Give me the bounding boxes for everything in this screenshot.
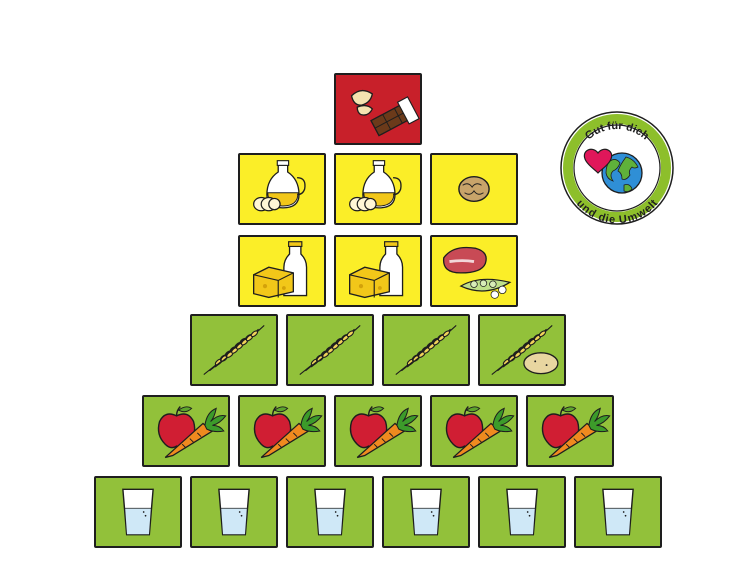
water-glass-icon: [314, 488, 346, 536]
tile-grains-potato: [478, 314, 566, 386]
eco-badge: Gut für dich und die Umwelt: [558, 109, 676, 227]
tile-fruit-vegetables: [238, 395, 326, 467]
tile-oil-butter: [334, 153, 422, 225]
tile-fruit-vegetables: [334, 395, 422, 467]
chocolate-bar-icon: [370, 96, 420, 137]
tile-grains: [382, 314, 470, 386]
potato-icon: [523, 352, 559, 375]
carrot-icon: [164, 407, 227, 459]
carrot-icon: [260, 407, 323, 459]
butter-icon: [349, 196, 377, 212]
carrot-icon: [356, 407, 419, 459]
wheat-ears-icon: [203, 325, 265, 376]
wheat-ears-icon: [299, 325, 361, 376]
tile-water: [574, 476, 662, 548]
tile-fruit-vegetables: [526, 395, 614, 467]
walnut-icon: [458, 176, 490, 202]
water-glass-icon: [602, 488, 634, 536]
heart-icon: [583, 148, 613, 174]
oil-jug-icon: [266, 160, 306, 209]
tile-grains: [190, 314, 278, 386]
wheat-ears-icon: [491, 325, 553, 376]
carrot-icon: [548, 407, 611, 459]
wheat-ears-icon: [395, 325, 457, 376]
tile-dairy: [334, 235, 422, 307]
tile-nuts: [430, 153, 518, 225]
tile-meat-legumes: [430, 235, 518, 307]
water-glass-icon: [218, 488, 250, 536]
tile-sweets-snacks: [334, 73, 422, 145]
tile-fruit-vegetables: [142, 395, 230, 467]
cheese-icon: [253, 266, 294, 299]
tile-grains: [286, 314, 374, 386]
water-glass-icon: [122, 488, 154, 536]
tile-fruit-vegetables: [430, 395, 518, 467]
tile-oil-butter: [238, 153, 326, 225]
water-glass-icon: [410, 488, 442, 536]
globe-icon: [601, 152, 643, 194]
tile-water: [478, 476, 566, 548]
tile-dairy: [238, 235, 326, 307]
tile-water: [190, 476, 278, 548]
tile-water: [382, 476, 470, 548]
cheese-icon: [349, 266, 390, 299]
apple-icon: [253, 405, 292, 449]
butter-icon: [253, 196, 281, 212]
steak-icon: [442, 246, 487, 274]
water-glass-icon: [506, 488, 538, 536]
pea-pod-icon: [459, 278, 512, 299]
chips-icon: [350, 89, 374, 116]
carrot-icon: [452, 407, 515, 459]
tile-water: [94, 476, 182, 548]
tile-water: [286, 476, 374, 548]
